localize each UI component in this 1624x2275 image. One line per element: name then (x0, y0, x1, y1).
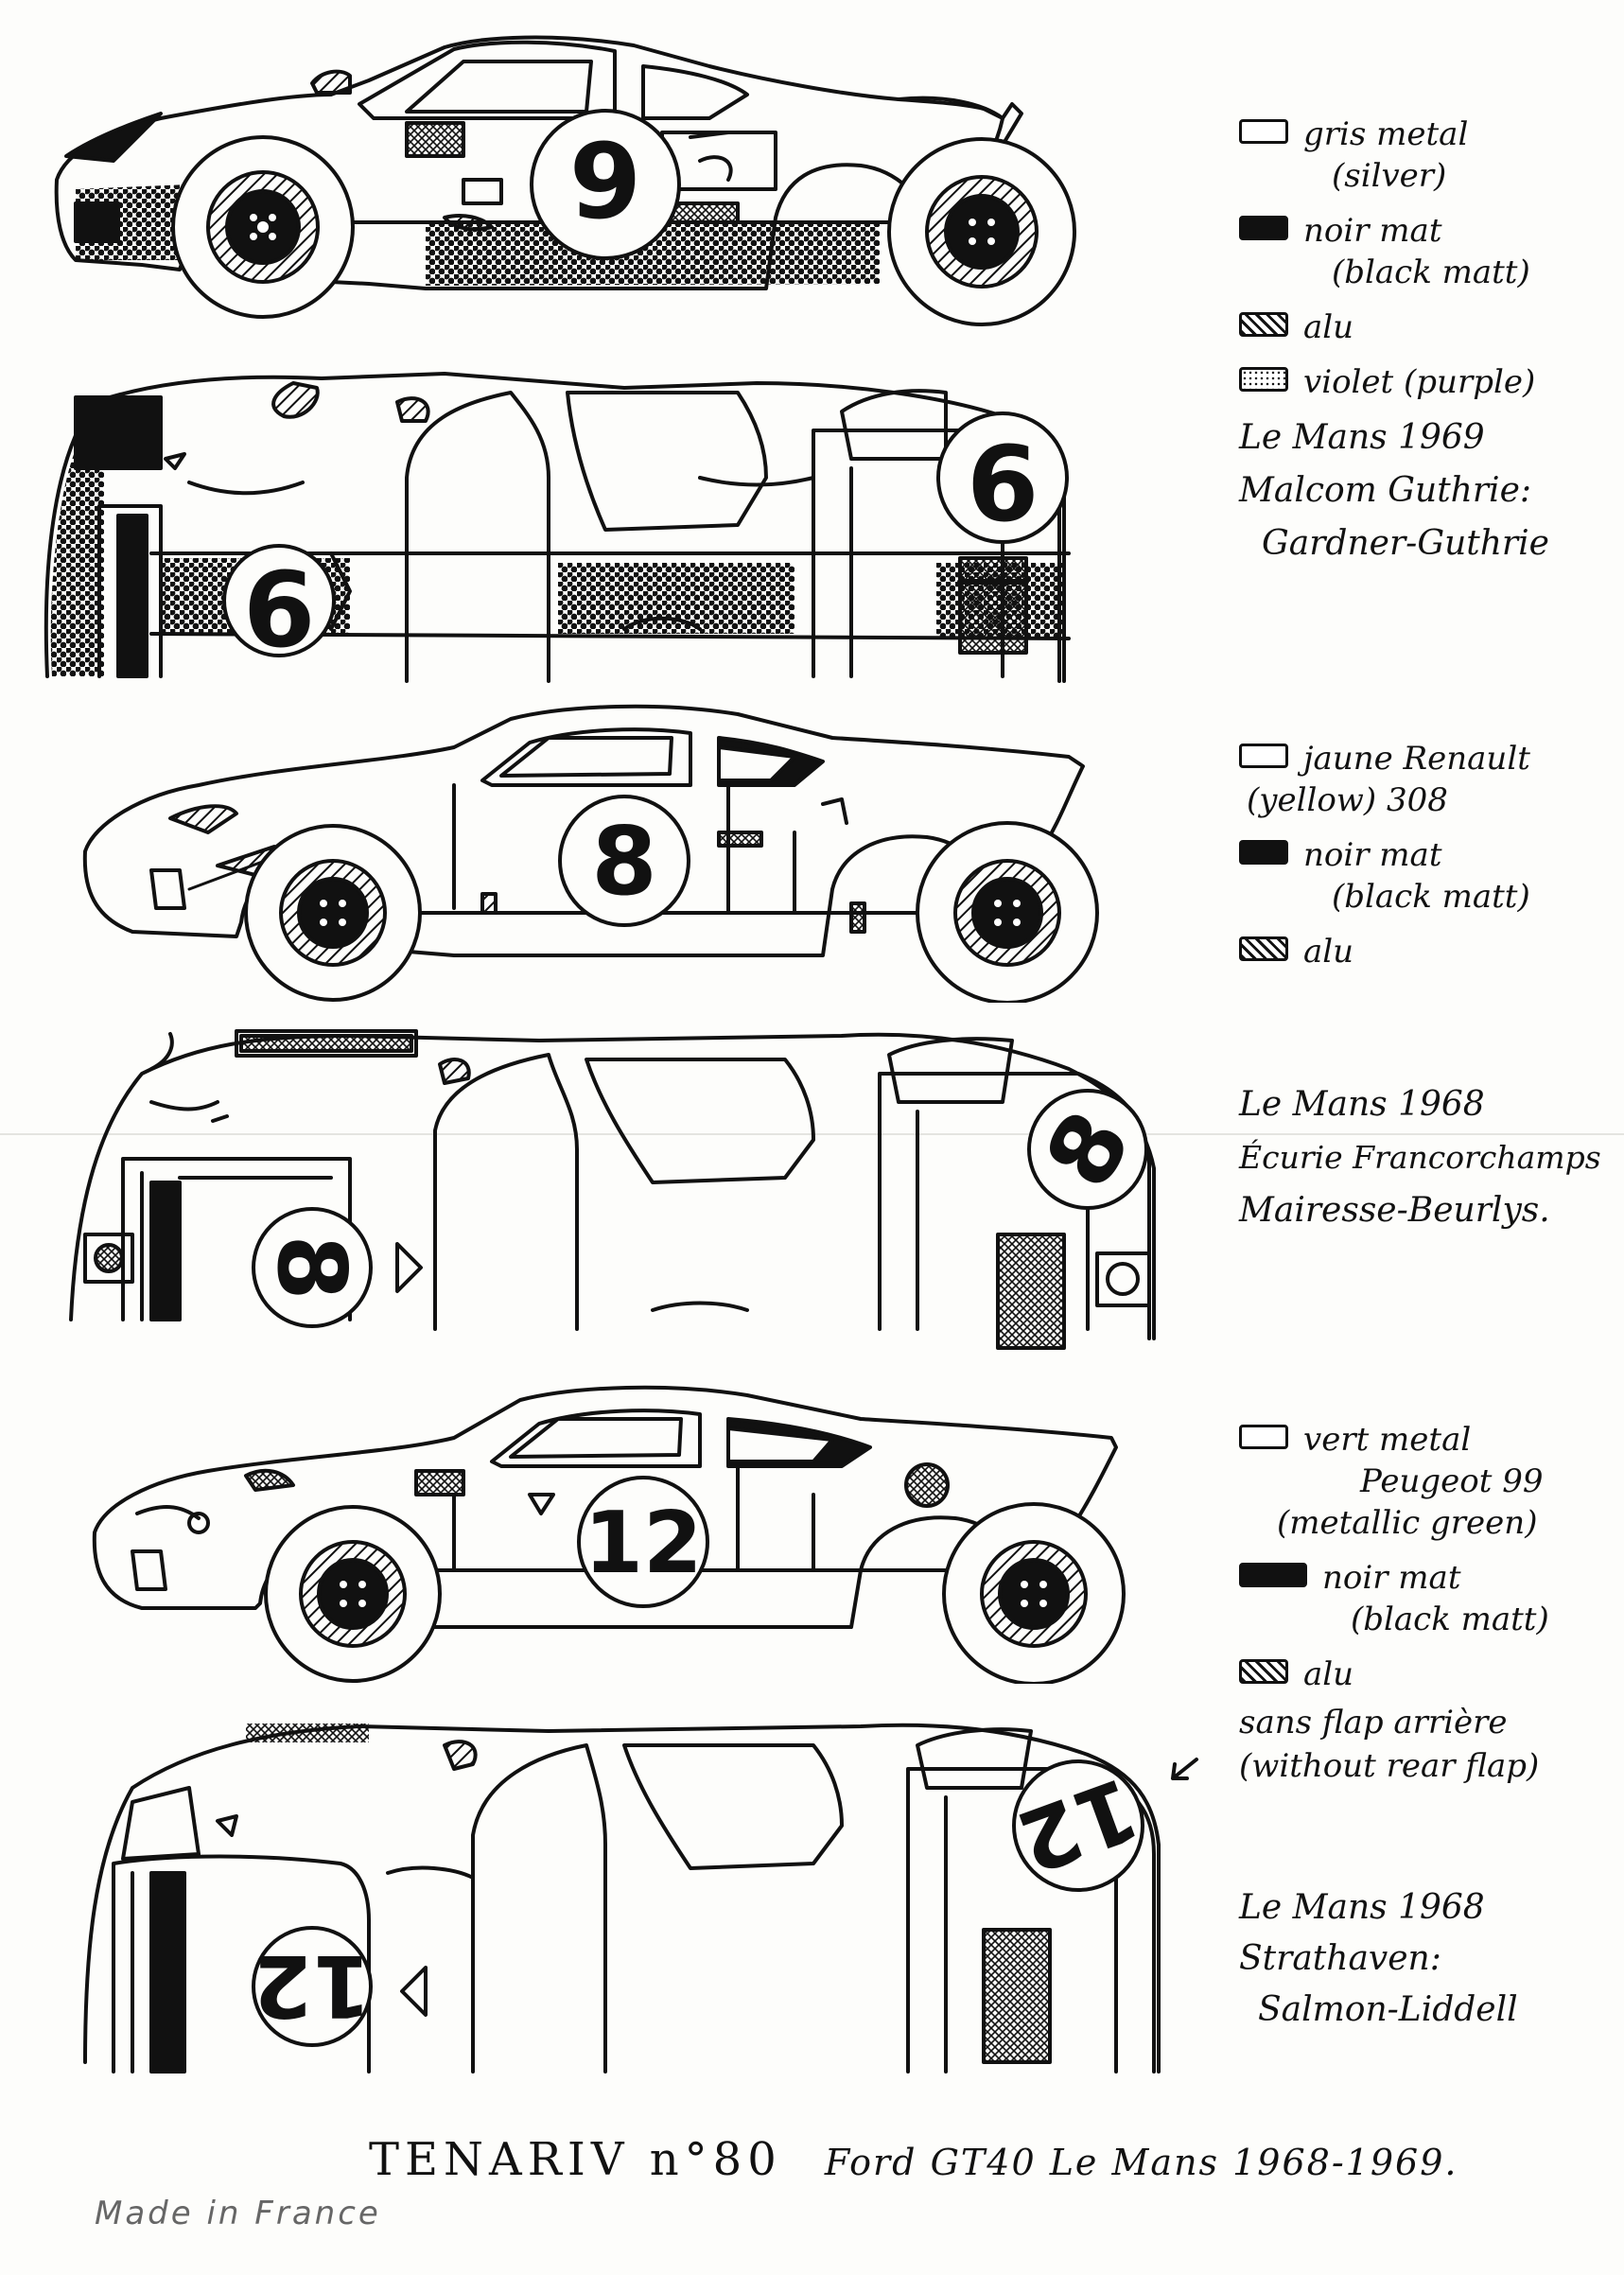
car-12-top-number-left: 12 (253, 1935, 371, 2035)
legend-item: gris metal (silver) (1239, 114, 1617, 197)
car-9-top-number-right: 9 (967, 420, 1039, 541)
car-9-side-number: 9 (569, 121, 642, 242)
black-matt-swatch-icon (1239, 216, 1288, 240)
legend-item: noir mat (black matt) (1239, 210, 1617, 293)
legend-label: violet (purple) (1303, 363, 1536, 401)
legend-item: (metallic green) (1239, 1502, 1617, 1544)
race-drivers: Mairesse-Beurlys. (1239, 1191, 1550, 1230)
race-team: Écurie Francorchamps (1239, 1139, 1601, 1176)
car-8-top-number-left: 8 (256, 1234, 367, 1301)
legend-item: noir mat (black matt) (1239, 1557, 1617, 1640)
rear-flap-note: sans flap arrière (without rear flap) (1239, 1701, 1617, 1788)
purple-swatch-icon (1239, 367, 1288, 392)
legend-label: gris metal (1303, 115, 1469, 153)
car-12-race-info: Le Mans 1968 Strathaven: Salmon-Liddell (1239, 1882, 1518, 2036)
silver-swatch-icon (1239, 119, 1288, 144)
car-12-side-view: 12 (85, 1372, 1249, 1684)
legend-item: alu (1239, 931, 1617, 972)
race-team: Strathaven: (1239, 1939, 1441, 1978)
car-8-legend: jaune Renault(yellow) 308 noir mat (black… (1239, 738, 1617, 986)
legend-label: alu (1303, 308, 1354, 346)
note-line: sans flap arrière (1239, 1704, 1508, 1741)
car-9-top-view: 9 9 (38, 364, 1211, 686)
legend-sublabel: (black matt) (1351, 1601, 1549, 1638)
race-drivers: Gardner-Guthrie (1262, 524, 1549, 563)
race-event: Le Mans 1968 (1239, 1888, 1485, 1927)
race-drivers: Salmon-Liddell (1258, 1990, 1518, 2029)
car-9-top-number-left: 9 (243, 546, 316, 667)
race-event: Le Mans 1968 (1239, 1085, 1485, 1124)
kit-model-title: Ford GT40 Le Mans 1968-1969. (824, 2142, 1458, 2183)
legend-sublabel: Peugeot 99 (1360, 1462, 1544, 1500)
legend-label: (metallic green) (1277, 1504, 1538, 1542)
black-matt-swatch-icon (1239, 840, 1288, 865)
metallic-green-swatch-icon (1239, 1425, 1288, 1449)
legend-item: noir mat (black matt) (1239, 834, 1617, 918)
alu-swatch-icon (1239, 1659, 1288, 1684)
legend-label: alu (1303, 933, 1354, 971)
legend-item: alu (1239, 1654, 1617, 1695)
legend-sublabel: (silver) (1332, 157, 1447, 195)
legend-sublabel: (black matt) (1332, 254, 1530, 291)
legend-label: alu (1303, 1655, 1354, 1693)
legend-item: alu (1239, 306, 1617, 348)
car-8-side-number: 8 (591, 806, 657, 917)
legend-label: noir mat (1303, 212, 1442, 250)
legend-label: noir mat (1303, 836, 1442, 874)
legend-sublabel: (black matt) (1332, 878, 1530, 916)
race-team: Malcom Guthrie: (1239, 471, 1532, 510)
alu-swatch-icon (1239, 312, 1288, 337)
race-event: Le Mans 1969 (1239, 418, 1485, 457)
car-9-legend: gris metal(silver) noir mat(black matt) … (1239, 114, 1617, 416)
kit-brand-number: TENARIV n°80 (369, 2133, 782, 2186)
car-12-top-view: 12 12 (76, 1703, 1249, 2081)
car-12-side-number: 12 (584, 1494, 702, 1593)
legend-label: noir mat (1322, 1559, 1461, 1597)
car-9-race-info: Le Mans 1969 Malcom Guthrie: Gardner-Gut… (1239, 411, 1549, 570)
alu-swatch-icon (1239, 936, 1288, 961)
legend-sublabel: (yellow) 308 (1247, 781, 1448, 819)
car-9-side-view: 9 (47, 28, 1220, 341)
legend-item: violet (purple) (1239, 361, 1617, 403)
car-8-race-info: Le Mans 1968 Écurie Francorchamps Maires… (1239, 1078, 1601, 1237)
note-line: (without rear flap) (1239, 1747, 1540, 1785)
yellow-swatch-icon (1239, 744, 1288, 768)
made-in-stamp: Made in France (95, 2195, 381, 2232)
legend-label: jaune Renault (1303, 740, 1530, 778)
legend-item: jaune Renault(yellow) 308 (1239, 738, 1617, 821)
car-8-side-view: 8 (76, 691, 1239, 1003)
car-8-top-view: 8 8 (66, 1017, 1230, 1376)
black-matt-swatch-icon (1239, 1563, 1307, 1587)
legend-label: vert metal (1303, 1421, 1472, 1459)
sheet-footer: TENARIV n°80 Ford GT40 Le Mans 1968-1969… (369, 2133, 1458, 2186)
